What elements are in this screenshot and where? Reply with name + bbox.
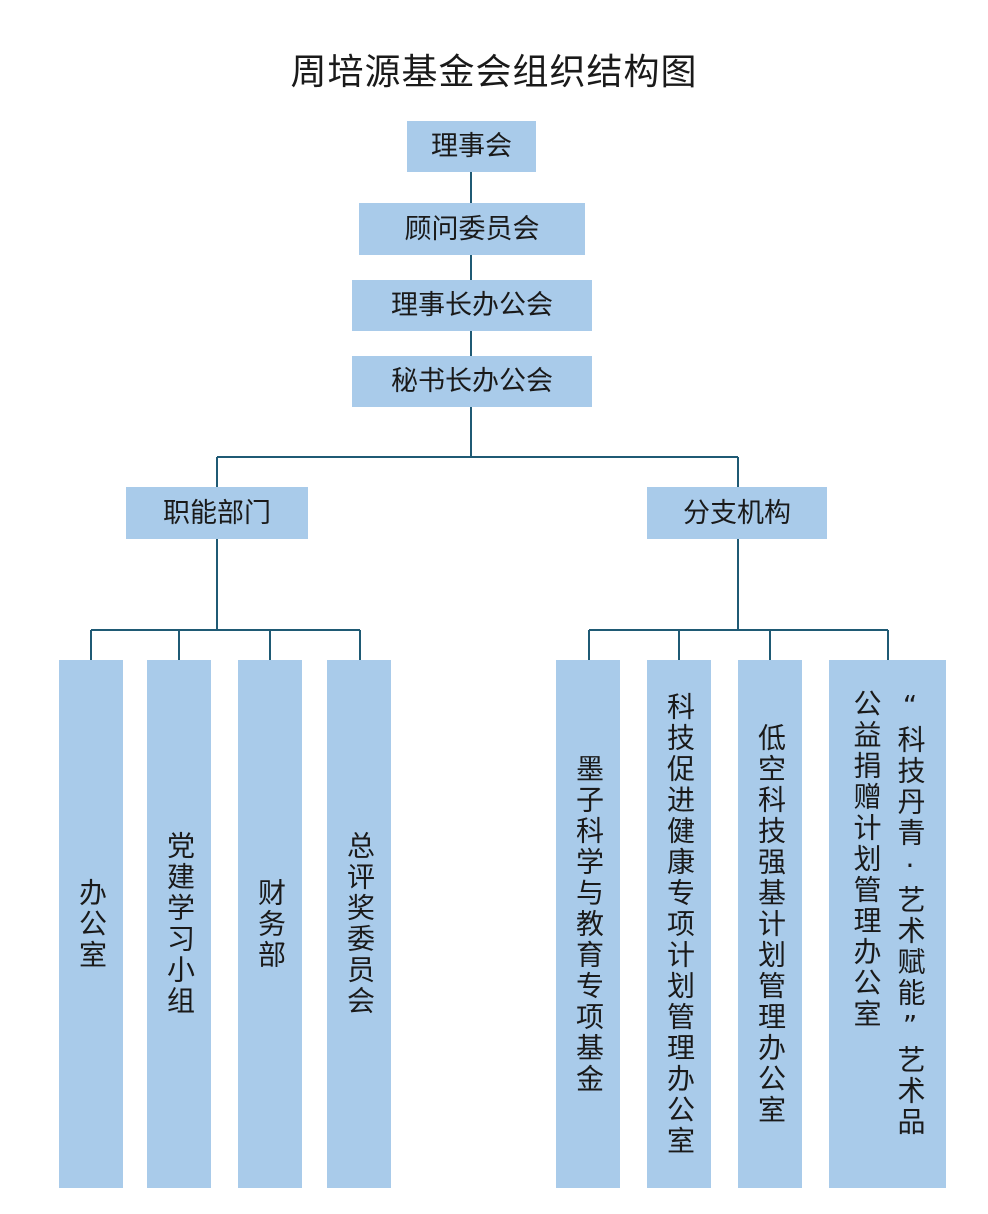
leaf-low-altitude-office: 低空科技强基计划管理办公室 xyxy=(738,660,802,1188)
leaf-label: 总评奖委员会 xyxy=(343,831,376,1017)
leaf-finance-department: 财务部 xyxy=(238,660,302,1188)
leaf-party-study-group: 党建学习小组 xyxy=(147,660,211,1188)
leaf-label: 办公室 xyxy=(75,877,108,971)
node-chairman-office-meeting: 理事长办公会 xyxy=(352,280,592,331)
leaf-label: 科技促进健康专项计划管理办公室 xyxy=(663,691,696,1157)
node-board: 理事会 xyxy=(407,121,536,172)
leaf-awards-committee: 总评奖委员会 xyxy=(327,660,391,1188)
page-title: 周培源基金会组织结构图 xyxy=(290,52,698,93)
leaf-label: 墨子科学与教育专项基金 xyxy=(572,753,605,1095)
leaf-art-donation-office: “科技丹青·艺术赋能”艺术品公益捐赠计划管理办公室 xyxy=(829,660,946,1188)
node-functional-departments: 职能部门 xyxy=(126,487,308,539)
leaf-label: 财务部 xyxy=(254,877,287,971)
leaf-label: 低空科技强基计划管理办公室 xyxy=(754,722,787,1126)
leaf-label: “科技丹青·艺术赋能”艺术品公益捐赠计划管理办公室 xyxy=(849,689,927,1138)
node-advisory-committee: 顾问委员会 xyxy=(359,203,585,255)
node-branch-organizations: 分支机构 xyxy=(647,487,827,539)
leaf-office: 办公室 xyxy=(59,660,123,1188)
node-secretary-general-office-meeting: 秘书长办公会 xyxy=(352,356,592,407)
leaf-label: 党建学习小组 xyxy=(163,831,196,1017)
leaf-tech-health-office: 科技促进健康专项计划管理办公室 xyxy=(647,660,711,1188)
leaf-mozi-fund: 墨子科学与教育专项基金 xyxy=(556,660,620,1188)
